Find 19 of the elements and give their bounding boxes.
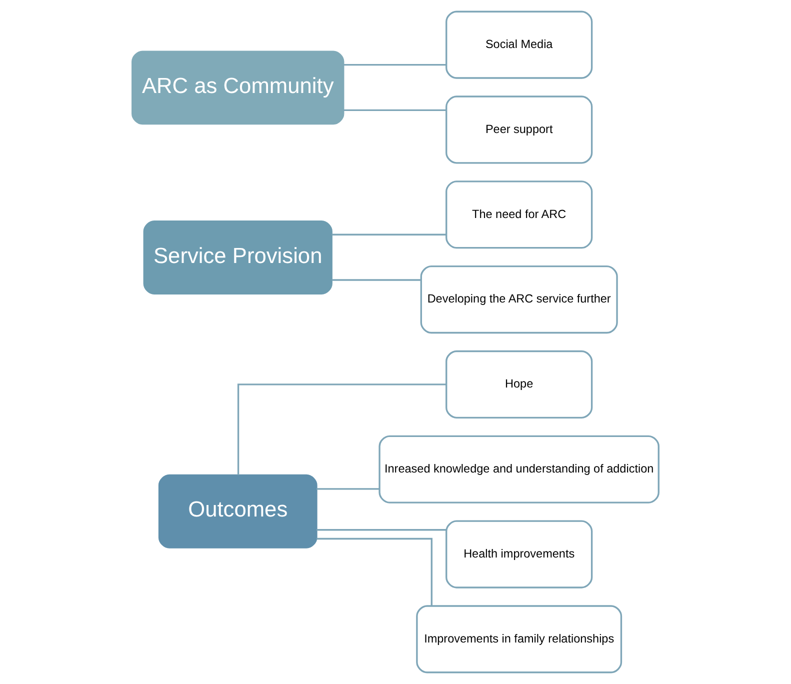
node-box: The need for ARC bbox=[446, 180, 593, 249]
connector bbox=[316, 529, 446, 531]
node-box: Peer support bbox=[446, 96, 593, 164]
connector bbox=[332, 234, 446, 236]
connector bbox=[316, 488, 380, 490]
node-box: Health improvements bbox=[446, 520, 593, 588]
node-box: Service Provision bbox=[143, 220, 332, 294]
node-box: ARC as Community bbox=[132, 50, 344, 125]
connector bbox=[343, 109, 446, 112]
connector bbox=[332, 279, 422, 281]
node-box: Outcomes bbox=[158, 474, 318, 548]
node-box: Hope bbox=[446, 350, 593, 418]
node-box: Social Media bbox=[446, 10, 593, 79]
connector bbox=[237, 384, 446, 476]
node-box: Inreased knowledge and understanding of addiction bbox=[378, 435, 660, 504]
node-box: Improvements in family relationships bbox=[416, 605, 622, 674]
connector bbox=[316, 538, 432, 606]
connector bbox=[343, 64, 446, 66]
node-box: Developing the ARC service further bbox=[420, 266, 618, 334]
